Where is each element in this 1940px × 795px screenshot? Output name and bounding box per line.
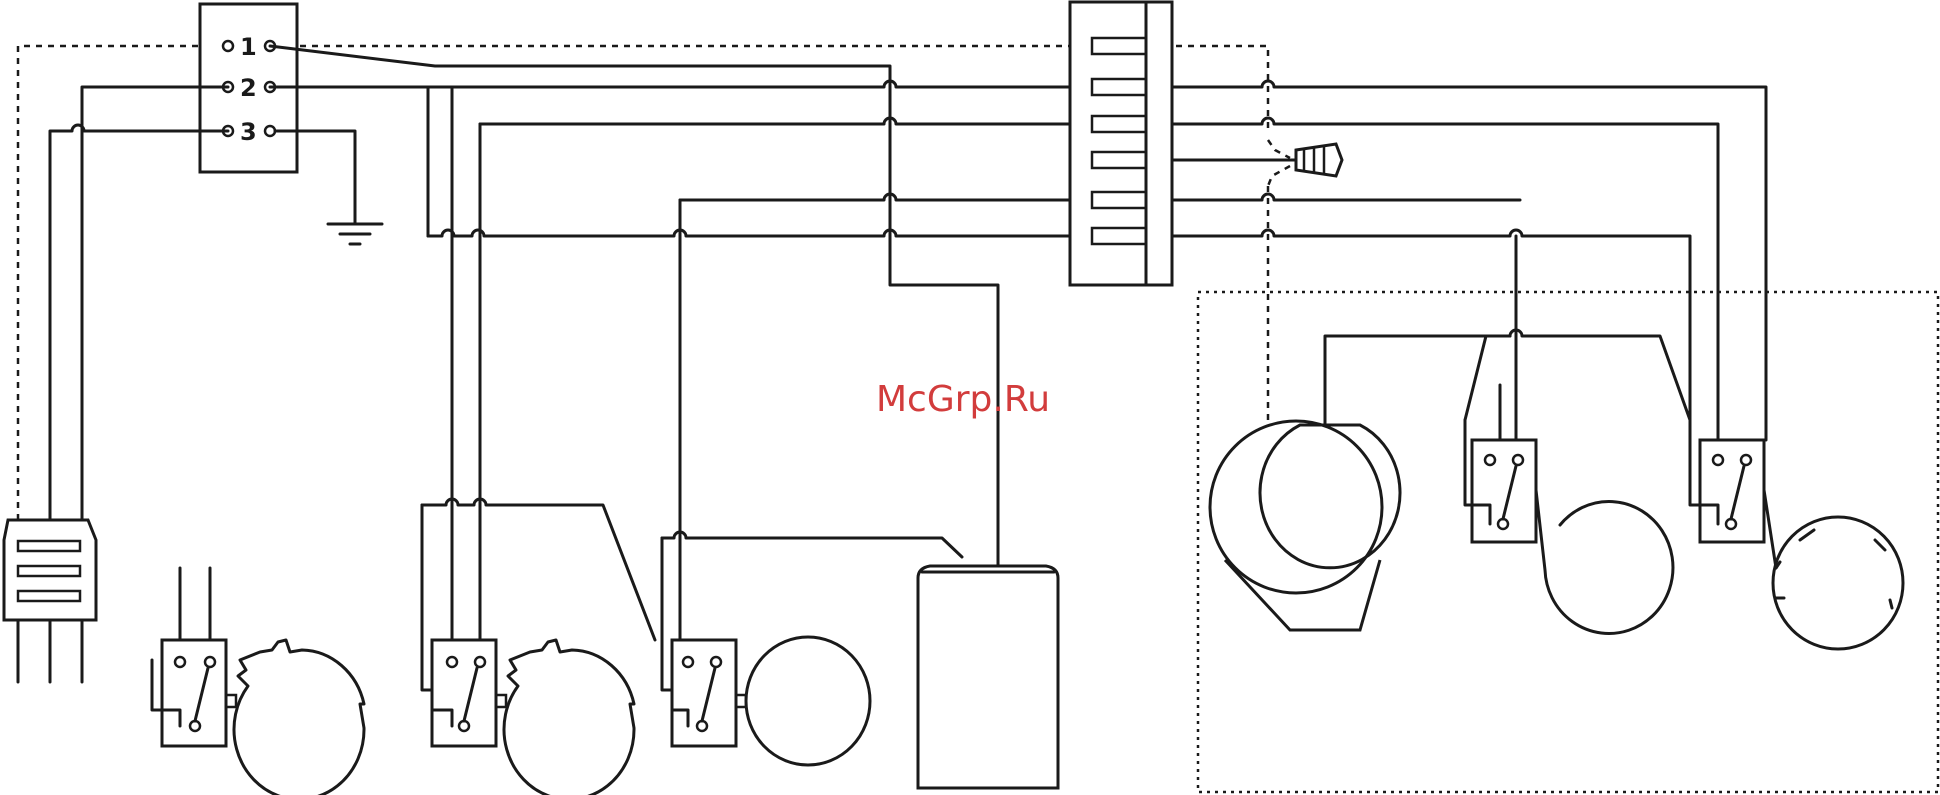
- motor-housing: [918, 566, 1058, 788]
- cam-disc-3: [746, 637, 870, 765]
- timer-switch-1: [152, 568, 236, 746]
- motor-2: [1536, 490, 1673, 634]
- terminal-label-3: 3: [240, 118, 257, 146]
- power-plug: [4, 520, 96, 682]
- timer-switch-3: [672, 640, 746, 746]
- junction-strip: [1070, 2, 1172, 285]
- terminal-label-2: 2: [240, 74, 257, 102]
- cam-disc-2: [504, 640, 634, 795]
- watermark-text: McGrp.Ru: [876, 379, 1050, 420]
- remote-motor-wiring: [1325, 236, 1690, 440]
- terminal-label-1: 1: [240, 33, 257, 61]
- motor-1: [1225, 425, 1400, 630]
- motor-3-markings: [1776, 530, 1892, 608]
- wire-nut-connector: [1296, 144, 1342, 176]
- plug-lead-3: [50, 125, 228, 520]
- timer-switch-2: [432, 640, 506, 746]
- cam-disc-1: [234, 640, 364, 795]
- motor-3: [1773, 517, 1903, 649]
- relay-switch-b: [1690, 420, 1764, 542]
